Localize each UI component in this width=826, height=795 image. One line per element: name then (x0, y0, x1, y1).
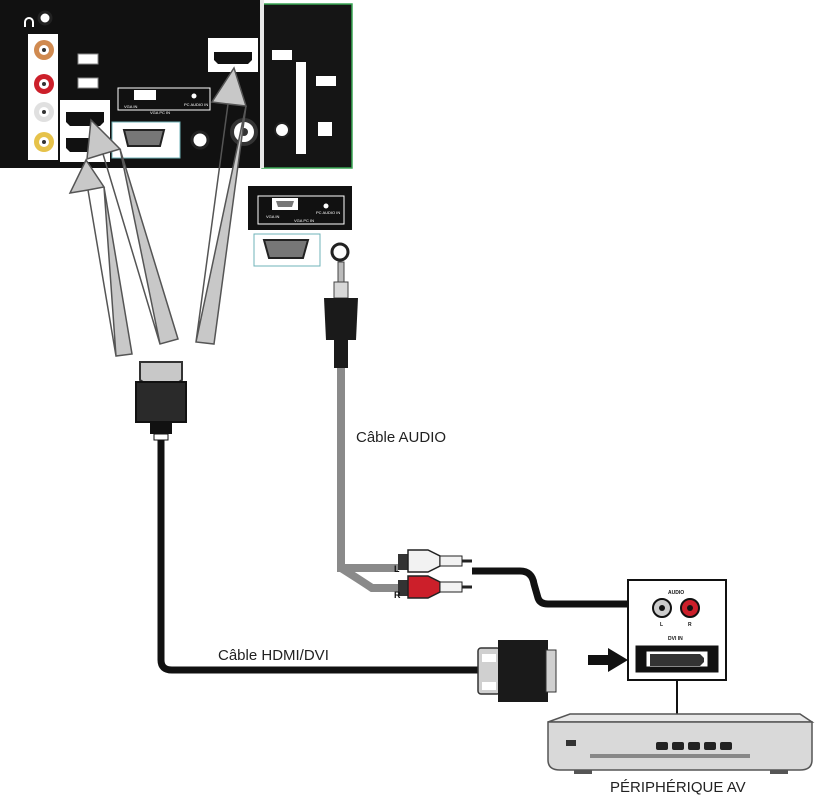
dvi-plug (477, 640, 557, 702)
audio-plug (324, 261, 358, 368)
hdmi-dvi-cable (157, 440, 480, 674)
pc-audio-in-label: PC AUDIO IN (184, 102, 208, 107)
plug-l-label: L (394, 564, 400, 574)
audio-r-label: R (688, 622, 692, 628)
plug-r-label: R (394, 590, 401, 600)
hdmi-dvi-adapter (135, 361, 187, 441)
rca-plugs: L R (394, 549, 472, 600)
audio-l-label: L (660, 622, 663, 628)
connection-arrows (68, 66, 248, 357)
tv-back-panel: VGA IN VGA PC IN PC AUDIO IN (0, 0, 353, 169)
vga-port-icon (122, 129, 166, 147)
av-device-panel: AUDIO L R DVI IN (627, 579, 727, 681)
audio-label: AUDIO (668, 590, 684, 596)
vga-in-label: VGA IN (124, 104, 137, 109)
pc-audio-jack (190, 130, 210, 150)
audio-cable-label: Câble AUDIO (356, 429, 446, 446)
dvi-in-label: DVI IN (668, 636, 683, 642)
dvd-player-icon (547, 713, 815, 774)
vga-pc-in-zoom-label: VGA PC IN (294, 218, 314, 223)
headphone-icon (24, 17, 34, 27)
vga-pc-in-label: VGA PC IN (150, 110, 170, 115)
audio-cable (337, 368, 398, 572)
pc-audio-jack-zoom (330, 242, 350, 262)
vga-in-zoom-label: VGA IN (266, 214, 279, 219)
av-device-label: PÉRIPHÉRIQUE AV (610, 779, 746, 795)
headphone-jack (37, 10, 53, 26)
rca-jack-icon (34, 40, 54, 152)
pc-audio-in-zoom-label: PC AUDIO IN (316, 210, 340, 215)
vga-zoom-panel: VGA IN VGA PC IN PC AUDIO IN (248, 186, 352, 284)
hdmi-dvi-cable-label: Câble HDMI/DVI (218, 647, 329, 664)
audio-out-cable (472, 567, 634, 608)
